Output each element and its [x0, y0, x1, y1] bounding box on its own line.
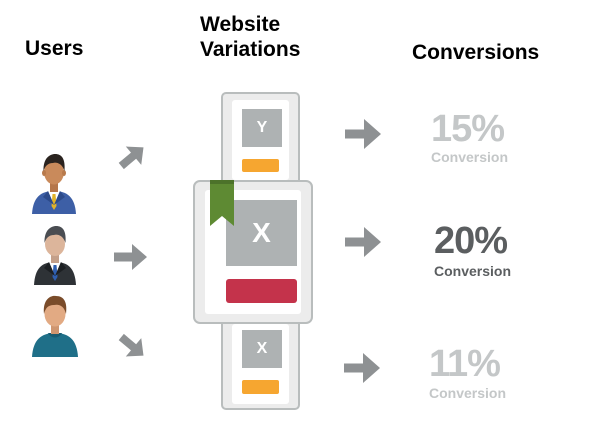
variation-bar [226, 279, 297, 303]
conversion-label: Conversion [434, 263, 512, 279]
variation-bar [242, 380, 279, 394]
variation-card-inner: X [205, 190, 301, 314]
user-icon [32, 154, 76, 214]
arrow-icon [344, 353, 380, 383]
arrow-icon [118, 333, 144, 357]
arrow-icon [114, 244, 147, 270]
variation-bar [242, 159, 279, 172]
variation-card-y: Y [221, 92, 300, 186]
conversion-label: Conversion [429, 385, 507, 401]
user-icon [34, 226, 76, 285]
conversion-rate: 15% [431, 108, 505, 150]
conversion-rate-winner: 20% [434, 220, 508, 262]
variation-card-inner: Y [232, 100, 289, 180]
variations-heading: Website Variations [200, 12, 300, 62]
variation-card-x-bottom: X [221, 318, 300, 410]
arrow-icon [118, 146, 144, 170]
conversion-rate: 11% [429, 343, 501, 385]
arrow-icon [345, 119, 381, 149]
arrow-icon [345, 227, 381, 257]
users-heading: Users [25, 37, 84, 60]
variations-heading-line-1: Website [200, 13, 281, 36]
conversions-heading: Conversions [412, 41, 540, 64]
variation-tile: Y [242, 109, 282, 147]
variation-tile: X [242, 330, 282, 368]
bookmark-icon [210, 180, 234, 226]
variation-tile: X [226, 200, 297, 266]
variation-card-inner: X [232, 324, 289, 404]
conversion-label: Conversion [431, 149, 509, 165]
user-icon [32, 295, 78, 357]
variations-heading-line-2: Variations [200, 38, 301, 61]
